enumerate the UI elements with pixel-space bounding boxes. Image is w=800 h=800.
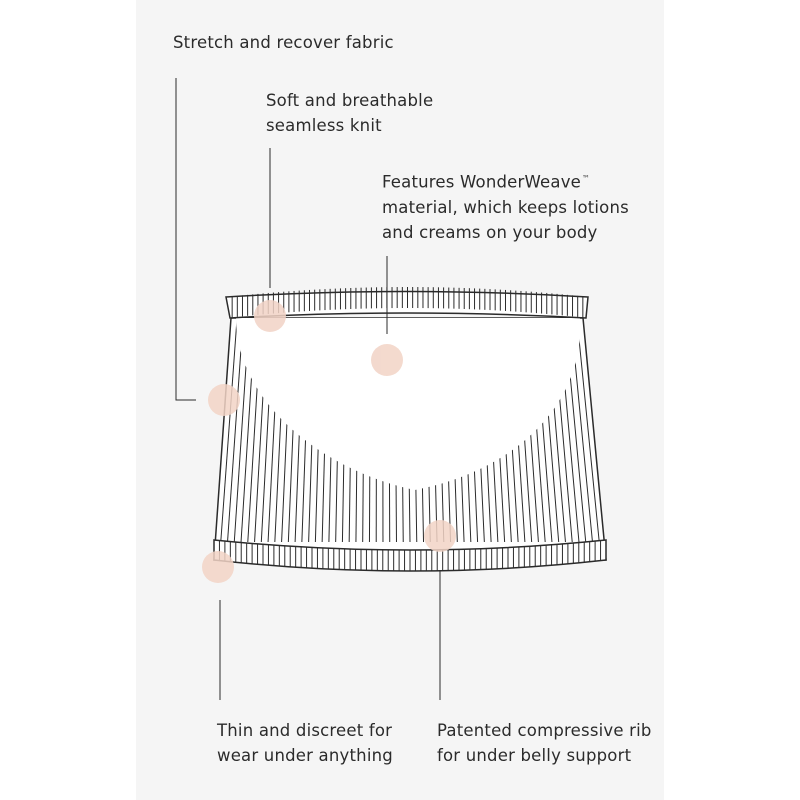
callout-thin-line1: Thin and discreet for xyxy=(217,721,393,740)
callout-wonderweave-line1: Features WonderWeave xyxy=(382,172,582,192)
trademark-symbol: ™ xyxy=(582,174,591,183)
callout-soft-line1: Soft and breathable xyxy=(266,91,434,110)
callout-wonderweave: Features WonderWeave™ material, which ke… xyxy=(382,166,629,245)
callout-rib: Patented compressive rib for under belly… xyxy=(437,718,652,768)
leader-line-stretch xyxy=(175,78,196,401)
hem-ribs xyxy=(218,540,602,571)
feature-dot-soft xyxy=(254,300,286,332)
callout-soft-line2: seamless knit xyxy=(266,116,382,135)
body-rib-line xyxy=(576,317,600,543)
callout-stretch: Stretch and recover fabric xyxy=(173,30,394,55)
feature-dot-stretch xyxy=(208,384,240,416)
callout-wonderweave-line3: and creams on your body xyxy=(382,222,598,242)
callout-thin: Thin and discreet for wear under anythin… xyxy=(217,718,393,768)
callout-wonderweave-line2: material, which keeps lotions xyxy=(382,197,629,217)
callout-rib-line2: for under belly support xyxy=(437,746,632,765)
belly-area xyxy=(236,318,581,490)
feature-dot-rib xyxy=(424,520,456,552)
body-rib-line xyxy=(220,317,238,543)
body-rib-line xyxy=(227,317,244,543)
callout-rib-line1: Patented compressive rib xyxy=(437,721,652,740)
callout-soft: Soft and breathable seamless knit xyxy=(266,88,433,138)
feature-dot-thin xyxy=(202,551,234,583)
callout-thin-line2: wear under anything xyxy=(217,746,393,765)
callout-stretch-text: Stretch and recover fabric xyxy=(173,33,394,52)
feature-dot-wonderweave xyxy=(371,344,403,376)
